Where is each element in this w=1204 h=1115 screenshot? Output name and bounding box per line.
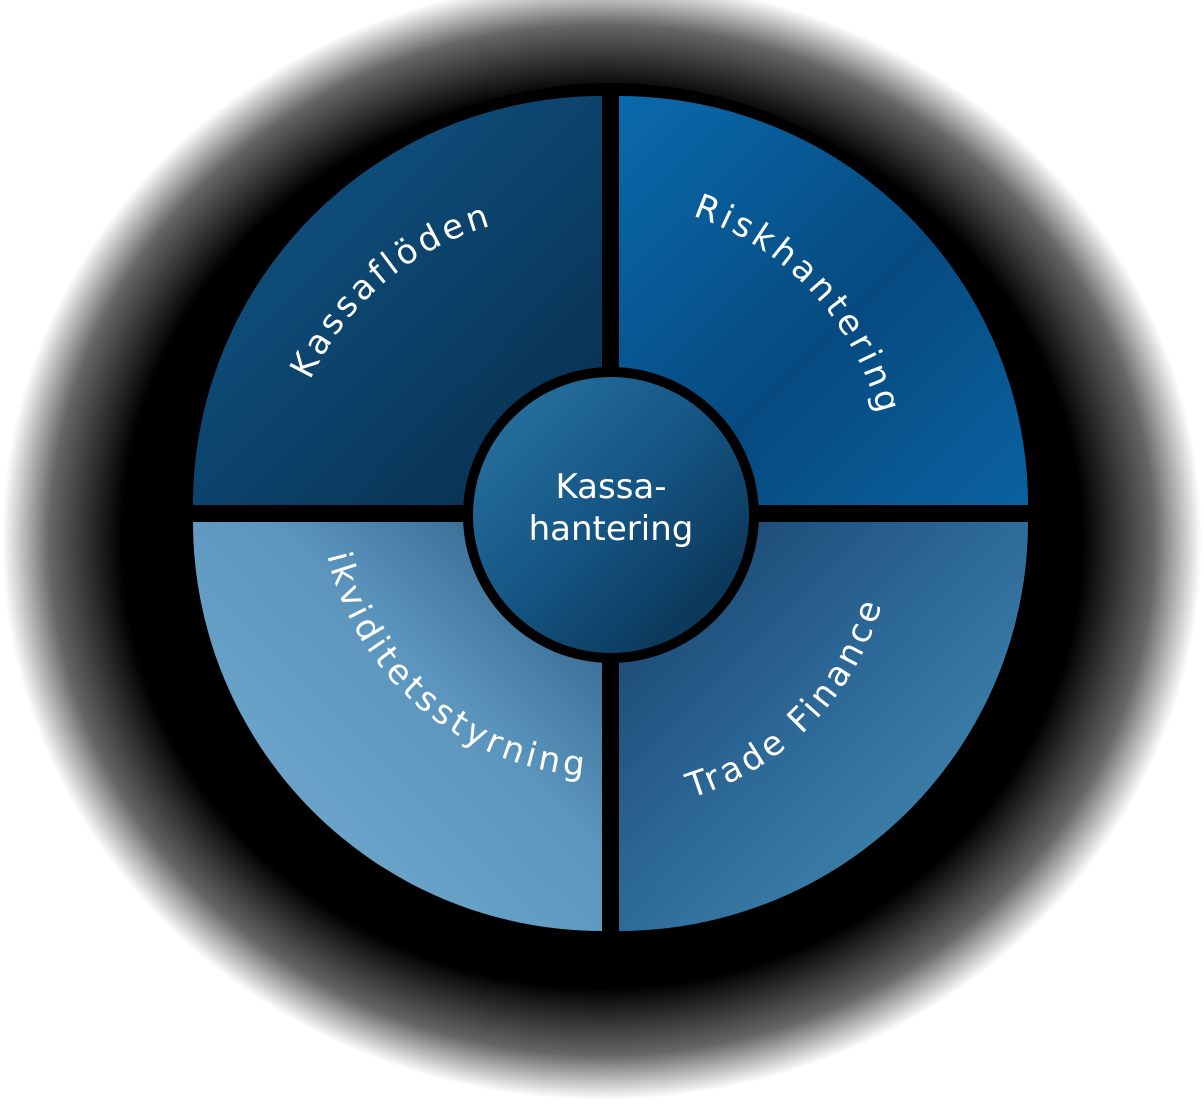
center-label-line1: Kassa- <box>555 467 666 507</box>
center-circle[interactable] <box>473 377 749 653</box>
quadrant-trade-finance[interactable] <box>619 522 1028 931</box>
quadrant-likviditetsstyrning[interactable] <box>193 522 602 931</box>
quadrant-riskhantering[interactable] <box>619 96 1028 505</box>
quadrant-kassafloden[interactable] <box>193 96 602 505</box>
center-label-line2: hantering <box>529 509 694 549</box>
